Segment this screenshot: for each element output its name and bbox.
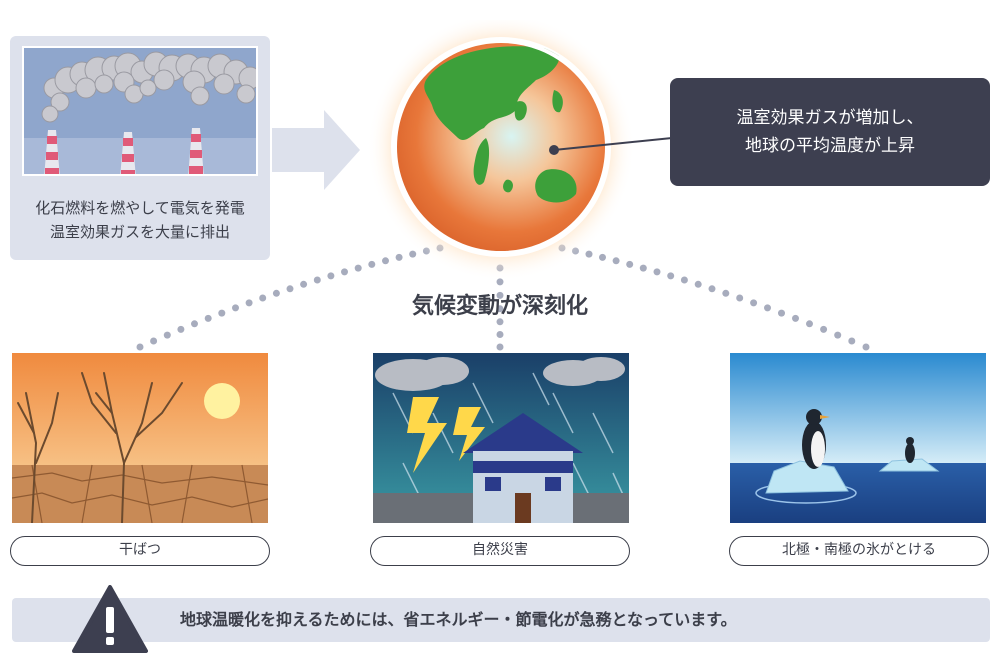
connector-dot: [300, 280, 308, 288]
connector-dot: [848, 337, 856, 345]
connector-dot: [136, 343, 144, 351]
connector-dot: [204, 314, 212, 322]
natural-disaster-label: 自然災害: [370, 536, 630, 566]
factory-card: 化石燃料を燃やして電気を発電 温室効果ガスを大量に排出: [10, 36, 270, 260]
temperature-rise-callout: 温室効果ガスが増加し、 地球の平均温度が上昇: [670, 78, 990, 186]
connector-dot: [750, 299, 758, 307]
connector-dot: [327, 272, 335, 280]
connector-dot: [764, 304, 771, 312]
warning-bar: [12, 598, 990, 642]
connector-dot: [722, 289, 730, 297]
connector-dot: [496, 343, 504, 351]
connector-dot: [708, 285, 716, 293]
connector-dot: [218, 309, 226, 317]
connector-dot: [259, 294, 267, 302]
connector-dot: [313, 276, 321, 284]
drought-image: [12, 353, 268, 523]
connector-dot: [150, 337, 158, 345]
factory-caption: 化石燃料を燃やして電気を発電 温室効果ガスを大量に排出: [10, 196, 270, 244]
connector-dot: [667, 272, 675, 280]
connector-dot: [639, 264, 647, 272]
connector-dot: [354, 264, 362, 272]
right-arrow-icon: [272, 110, 360, 190]
heated-globe: [366, 13, 636, 290]
connector-dot: [778, 309, 785, 317]
connector-dot: [496, 331, 504, 338]
connector-dot: [834, 331, 842, 339]
connector-dot: [862, 343, 870, 351]
connector-dot: [806, 320, 813, 328]
factory-caption-line2: 温室効果ガスを大量に排出: [49, 223, 230, 241]
connector-dot: [736, 294, 744, 302]
factory-smokestacks-image: [22, 46, 258, 176]
connector-dot: [341, 268, 348, 276]
warning-triangle-icon: [72, 585, 148, 653]
melting-ice-image: [730, 353, 986, 523]
connector-dot: [191, 320, 198, 328]
natural-disaster-image: [373, 353, 629, 523]
connector-dot: [245, 299, 253, 307]
connector-dot: [272, 289, 280, 297]
connector-dot: [820, 325, 828, 333]
callout-connector: [549, 137, 673, 155]
connector-dot: [653, 268, 661, 276]
callout-line2: 地球の平均温度が上昇: [745, 136, 915, 156]
connector-dot: [694, 280, 702, 288]
connector-dot: [232, 304, 239, 312]
warning-text: 地球温暖化を抑えるためには、省エネルギー・節電化が急務となっています。: [180, 610, 737, 629]
connector-dot: [177, 325, 185, 333]
factory-caption-line1: 化石燃料を燃やして電気を発電: [35, 199, 245, 217]
connector-dot: [680, 276, 688, 284]
climate-change-title: 気候変動が深刻化: [411, 294, 588, 319]
connector-dot: [286, 285, 294, 293]
connector-dot: [163, 331, 171, 339]
callout-line1: 温室効果ガスが増加し、: [736, 108, 924, 128]
drought-label: 干ばつ: [10, 536, 270, 566]
connector-dot: [792, 314, 799, 322]
melting-ice-label: 北極・南極の氷がとける: [729, 536, 989, 566]
